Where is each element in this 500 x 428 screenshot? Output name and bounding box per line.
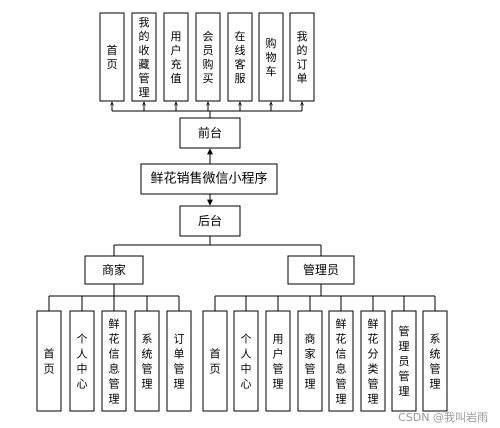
admin-item-profile: 个人中心 xyxy=(233,310,259,412)
admin-item-label: 管理员管理 xyxy=(399,324,410,398)
merchant-item-flower-info: 鲜花信息管理 xyxy=(101,310,127,412)
admin-item-label: 商家管理 xyxy=(305,331,316,390)
frontend-item-cart: 购物车 xyxy=(258,12,284,102)
frontend-item-label: 首页 xyxy=(107,43,118,71)
admin-item-label: 首页 xyxy=(210,346,221,375)
backend-connectors xyxy=(113,236,322,256)
merchant-item-home: 首页 xyxy=(36,310,62,412)
watermark: CSDN @我叫岩雨 xyxy=(398,410,488,424)
merchant-item-label: 鲜花信息管理 xyxy=(109,316,120,405)
admin-item-system: 系统管理 xyxy=(422,310,448,412)
merchant-item-label: 个人中心 xyxy=(77,332,88,390)
merchant-item-system: 系统管理 xyxy=(134,310,160,412)
merchant-item-profile: 个人中心 xyxy=(69,310,95,412)
frontend-item-home: 首页 xyxy=(99,12,125,102)
merchant-node: 商家 xyxy=(84,255,144,285)
frontend-item-label: 购物车 xyxy=(266,36,277,78)
frontend-item-recharge: 用户充值 xyxy=(163,12,189,102)
admin-item-merchants: 商家管理 xyxy=(297,310,323,412)
frontend-item-label: 会员购买 xyxy=(203,30,214,85)
admin-item-users: 用户管理 xyxy=(265,310,291,412)
frontend-item-label: 在线客服 xyxy=(235,30,246,85)
frontend-item-membership: 会员购买 xyxy=(195,12,221,102)
frontend-connectors xyxy=(112,102,302,133)
center-node: 鲜花销售微信小程序 xyxy=(140,163,278,195)
admin-item-flower-info: 鲜花信息管理 xyxy=(328,310,354,412)
admin-items: 首页 个人中心 用户管理 商家管理 鲜花信息管理 鲜花分类管理 管理员管理 系 xyxy=(202,310,448,412)
frontend-items: 首页 我的收藏管理 用户充值 会员购买 在线客服 购物车 我的订单 xyxy=(99,12,315,102)
admin-item-flower-category: 鲜花分类管理 xyxy=(360,310,386,412)
merchant-item-label: 首页 xyxy=(44,346,55,375)
merchant-label: 商家 xyxy=(102,262,126,277)
frontend-label: 前台 xyxy=(198,125,222,140)
merchant-connectors xyxy=(48,284,180,311)
merchant-items: 首页 个人中心 鲜花信息管理 系统管理 订单管理 xyxy=(36,310,192,412)
merchant-item-label: 订单管理 xyxy=(174,332,185,390)
admin-item-label: 系统管理 xyxy=(430,332,441,390)
frontend-item-favorites: 我的收藏管理 xyxy=(131,12,157,102)
admin-node: 管理员 xyxy=(287,255,355,285)
admin-item-label: 个人中心 xyxy=(241,332,252,390)
frontend-item-orders: 我的订单 xyxy=(289,12,315,102)
admin-connectors xyxy=(214,284,436,311)
admin-item-administrators: 管理员管理 xyxy=(391,310,417,412)
frontend-item-label: 用户充值 xyxy=(171,30,182,85)
backend-label: 后台 xyxy=(198,213,222,228)
frontend-item-support: 在线客服 xyxy=(227,12,253,102)
backend-node: 后台 xyxy=(179,205,241,237)
frontend-node: 前台 xyxy=(179,117,241,149)
center-label: 鲜花销售微信小程序 xyxy=(150,171,267,187)
admin-item-label: 用户管理 xyxy=(273,332,284,390)
admin-item-home: 首页 xyxy=(202,310,228,412)
admin-item-label: 鲜花信息管理 xyxy=(336,316,347,405)
merchant-item-orders: 订单管理 xyxy=(166,310,192,412)
admin-item-label: 鲜花分类管理 xyxy=(368,316,379,405)
merchant-item-label: 系统管理 xyxy=(142,332,153,390)
frontend-item-label: 我的收藏管理 xyxy=(139,16,150,99)
admin-label: 管理员 xyxy=(303,262,339,277)
frontend-item-label: 我的订单 xyxy=(297,30,308,85)
